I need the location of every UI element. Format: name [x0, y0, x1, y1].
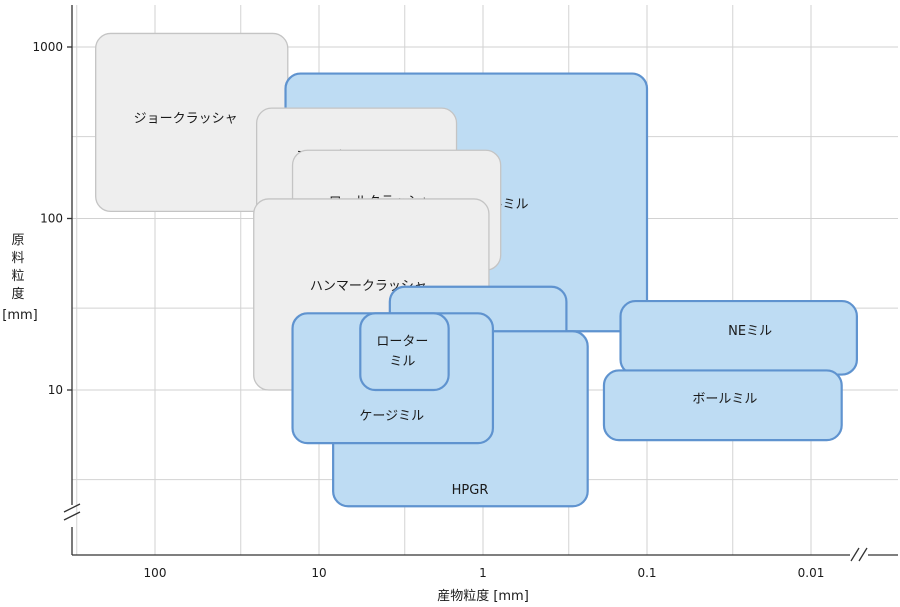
region-label: ローター — [376, 334, 428, 349]
y-axis-title-char: 原 — [11, 233, 24, 248]
x-axis-break — [850, 547, 868, 562]
region-label: ジョークラッシャ — [134, 112, 238, 127]
region-label: ミル — [389, 354, 415, 369]
region: NEミル — [619, 299, 858, 376]
y-axis-title: 原 料 粒 度 [mm] — [2, 233, 37, 323]
y-axis-title-char: 度 — [11, 286, 24, 302]
x-tick-label: 10 — [311, 566, 326, 580]
y-axis-title-char: 粒 — [11, 269, 24, 284]
region-label: NEミル — [728, 324, 772, 339]
y-axis-title-char: 料 — [11, 251, 24, 266]
axis-layer — [63, 5, 898, 562]
region-label: ケージミル — [359, 409, 424, 424]
y-axis-break — [63, 503, 81, 521]
x-tick-label: 100 — [144, 566, 167, 580]
y-tick-label: 1000 — [32, 40, 63, 54]
region-label: HPGR — [452, 483, 489, 498]
y-axis-title-unit: [mm] — [2, 308, 37, 323]
tick-layer: 100 10 1 0.1 0.01 1000 100 10 — [32, 40, 824, 580]
region-box — [359, 312, 450, 392]
x-tick-label: 1 — [479, 566, 487, 580]
y-tick-label: 10 — [48, 383, 63, 397]
region-label: ボールミル — [692, 392, 757, 407]
x-tick-label: 0.01 — [798, 566, 825, 580]
x-axis-title: 産物粒度 [mm] — [437, 588, 529, 604]
region-box — [602, 369, 843, 442]
region-layer: ジョークラッシャオートフォールミルコーンクラッシャロールクラッシャハンマークラッ… — [95, 32, 858, 508]
y-tick-label: 100 — [40, 212, 63, 226]
region: ボールミル — [602, 369, 843, 442]
x-tick-label: 0.1 — [637, 566, 656, 580]
